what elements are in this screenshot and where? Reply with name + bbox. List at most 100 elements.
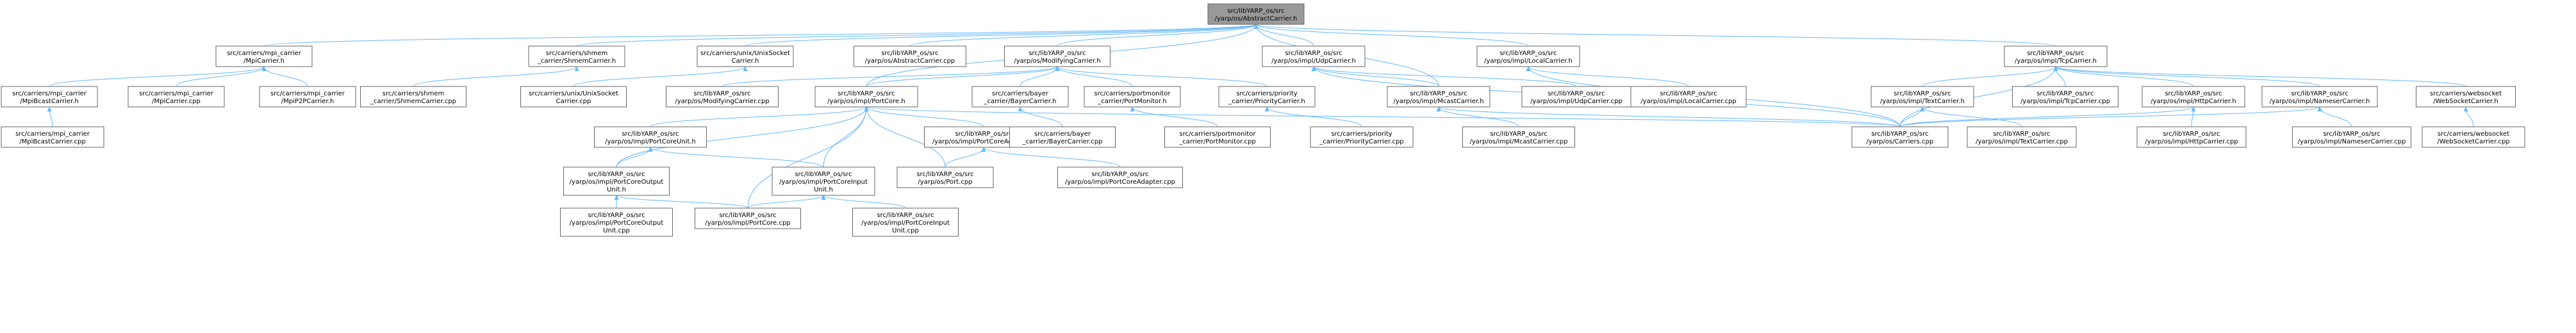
- node-label-line: /yarp/os/impl/NameserCarrier.h: [2270, 98, 2370, 105]
- graph-node-text-h[interactable]: src/libYARP_os/src/yarp/os/impl/TextCarr…: [1870, 86, 1974, 108]
- graph-node-mpi-h[interactable]: src/carriers/mpi_carrier/MpiCarrier.h: [215, 45, 313, 67]
- edge-tcp_h-carriers_cpp: [1899, 66, 2058, 127]
- edge-mcast_h-mcast_cpp: [1436, 106, 1519, 127]
- node-label-line: src/libYARP_os/src: [1285, 50, 1342, 57]
- node-label-line: src/libYARP_os/src: [2027, 50, 2084, 57]
- graph-node-mcast-cpp[interactable]: src/libYARP_os/src/yarp/os/impl/McastCar…: [1462, 126, 1575, 148]
- edges-layer: [47, 24, 2474, 209]
- graph-node-tcp-h[interactable]: src/libYARP_os/src/yarp/os/impl/TcpCarri…: [2004, 45, 2108, 67]
- graph-node-mpibcast-cpp[interactable]: src/carriers/mpi_carrier/MpiBcastCarrier…: [1, 126, 104, 148]
- node-label-line: src/libYARP_os/src: [1894, 90, 1951, 97]
- edge-portcore_h-portcore_cpp: [747, 106, 869, 209]
- graph-node-bayer-h[interactable]: src/carriers/bayer_carrier/BayerCarrier.…: [971, 86, 1069, 108]
- node-box: [2416, 86, 2516, 108]
- node-label-line: _carrier/PriorityCarrier.cpp: [1319, 138, 1403, 145]
- node-box: [1310, 126, 1414, 148]
- graph-node-websocket-cpp[interactable]: src/carriers/websocket/WebSocketCarrier.…: [2422, 126, 2525, 148]
- node-label-line: src/libYARP_os/src: [838, 90, 895, 97]
- node-box: [896, 166, 994, 188]
- node-label-line: /yarp/os/impl/TextCarrier.h: [1880, 98, 1965, 105]
- graph-node-port-cpp[interactable]: src/libYARP_os/src/yarp/os/Port.cpp: [896, 166, 994, 188]
- edge-tcp_h-websocket_h: [2053, 66, 2466, 87]
- edge-abstract_h-tcp_h: [1254, 24, 2056, 47]
- node-label-line: src/libYARP_os/src: [877, 212, 934, 219]
- node-box: [2136, 126, 2247, 148]
- edge-mpi_h-mpip2p_h: [261, 66, 308, 87]
- node-label-line: /yarp/os/impl/McastCarrier.h: [1393, 98, 1483, 105]
- graph-node-portcore-cpp[interactable]: src/libYARP_os/src/yarp/os/impl/PortCore…: [695, 207, 801, 229]
- node-label-line: src/libYARP_os/src: [1499, 50, 1556, 57]
- graph-node-portcoreoutput-h[interactable]: src/libYARP_os/src/yarp/os/impl/PortCore…: [563, 166, 670, 196]
- node-label-line: Unit.h: [607, 186, 626, 193]
- edge-portcore_h-portcoreunit_h: [650, 106, 869, 127]
- graph-node-priority-cpp[interactable]: src/carriers/priority_carrier/PriorityCa…: [1310, 126, 1414, 148]
- node-box: [2261, 86, 2378, 108]
- node-box: [520, 86, 627, 108]
- graph-node-abstract-cpp[interactable]: src/libYARP_os/src/yarp/os/AbstractCarri…: [854, 45, 966, 67]
- graph-node-http-cpp[interactable]: src/libYARP_os/src/yarp/os/impl/HttpCarr…: [2136, 126, 2247, 148]
- node-label-line: src/carriers/mpi_carrier: [270, 90, 345, 97]
- graph-node-portcoreinput-cpp[interactable]: src/libYARP_os/src/yarp/os/impl/PortCore…: [852, 207, 959, 237]
- node-label-line: src/libYARP_os/src: [795, 171, 852, 178]
- node-label-line: src/libYARP_os/src: [2291, 90, 2348, 97]
- node-label-line: src/libYARP_os/src: [955, 131, 1012, 138]
- edge-portcoreinput_h-portcore_cpp: [747, 195, 826, 209]
- node-label-line: /yarp/os/impl/UdpCarrier.cpp: [1530, 98, 1622, 105]
- graph-node-modifying-cpp[interactable]: src/libYARP_os/src/yarp/os/ModifyingCarr…: [666, 86, 779, 108]
- graph-node-text-cpp[interactable]: src/libYARP_os/src/yarp/os/impl/TextCarr…: [1967, 126, 2077, 148]
- graph-node-udp-h[interactable]: src/libYARP_os/src/yarp/os/impl/UdpCarri…: [1262, 45, 1366, 67]
- graph-node-abstract-h[interactable]: src/libYARP_os/src/yarp/os/AbstractCarri…: [1207, 3, 1305, 25]
- graph-node-shmem-h[interactable]: src/carriers/shmem_carrier/ShmemCarrier.…: [528, 45, 625, 67]
- node-box: [971, 86, 1069, 108]
- graph-node-mpi-cpp[interactable]: src/carriers/mpi_carrier/MpiCarrier.cpp: [128, 86, 225, 108]
- graph-node-modifying-h[interactable]: src/libYARP_os/src/yarp/os/ModifyingCarr…: [1004, 45, 1110, 67]
- node-box: [560, 207, 673, 237]
- edge-mpi_h-mpi_cpp: [176, 66, 267, 87]
- node-label-line: /yarp/os/impl/PortCoreUnit.h: [605, 138, 696, 145]
- graph-node-portcoreunit-h[interactable]: src/libYARP_os/src/yarp/os/impl/PortCore…: [594, 126, 707, 148]
- graph-node-tcp-cpp[interactable]: src/libYARP_os/src/yarp/os/impl/TcpCarri…: [2012, 86, 2118, 108]
- node-label-line: _carrier/PortMonitor.cpp: [1178, 138, 1255, 145]
- node-box: [695, 207, 801, 229]
- graph-node-portmonitor-h[interactable]: src/carriers/portmonitor_carrier/PortMon…: [1084, 86, 1181, 108]
- node-label-line: src/libYARP_os/src: [719, 212, 776, 219]
- node-label-line: src/libYARP_os/src: [588, 171, 645, 178]
- edge-udp_h-udp_cpp: [1311, 66, 1577, 87]
- graph-node-mpibcast-h[interactable]: src/carriers/mpi_carrier/MpiBcastCarrier…: [1, 86, 98, 108]
- graph-node-portmonitor-cpp[interactable]: src/carriers/portmonitor_carrier/PortMon…: [1164, 126, 1271, 148]
- graph-node-portcoreadapter-cpp[interactable]: src/libYARP_os/src/yarp/os/impl/PortCore…: [1057, 166, 1183, 188]
- node-label-line: _carrier/PriorityCarrier.h: [1228, 98, 1305, 105]
- edge-tcp_h-text_h: [1922, 66, 2058, 87]
- graph-node-websocket-h[interactable]: src/carriers/websocket/WebSocketCarrier.…: [2416, 86, 2516, 108]
- nodes-layer: src/libYARP_os/src/yarp/os/AbstractCarri…: [1, 3, 2525, 237]
- graph-node-local-h[interactable]: src/libYARP_os/src/yarp/os/impl/LocalCar…: [1476, 45, 1580, 67]
- graph-node-shmem-cpp[interactable]: src/carriers/shmem_carrier/ShmemCarrier.…: [360, 86, 466, 108]
- node-box: [1521, 86, 1631, 108]
- graph-node-portcoreoutput-cpp[interactable]: src/libYARP_os/src/yarp/os/impl/PortCore…: [560, 207, 673, 237]
- graph-node-nameser-h[interactable]: src/libYARP_os/src/yarp/os/impl/NameserC…: [2261, 86, 2378, 108]
- graph-node-http-h[interactable]: src/libYARP_os/src/yarp/os/impl/HttpCarr…: [2142, 86, 2245, 108]
- graph-node-local-cpp[interactable]: src/libYARP_os/src/yarp/os/impl/LocalCar…: [1630, 86, 1747, 108]
- graph-node-portcoreinput-h[interactable]: src/libYARP_os/src/yarp/os/impl/PortCore…: [772, 166, 875, 196]
- node-label-line: src/carriers/mpi_carrier: [139, 90, 214, 97]
- node-label-line: /yarp/os/Port.cpp: [918, 179, 972, 186]
- graph-node-nameser-cpp[interactable]: src/libYARP_os/src/yarp/os/impl/NameserC…: [2292, 126, 2411, 148]
- graph-node-carriers-cpp[interactable]: src/libYARP_os/src/yarp/os/Carriers.cpp: [1851, 126, 1949, 148]
- node-label-line: /yarp/os/impl/PortCoreAdapter.cpp: [1065, 179, 1175, 186]
- graph-node-bayer-cpp[interactable]: src/carriers/bayer_carrier/BayerCarrier.…: [1009, 126, 1116, 148]
- edge-modifying_h-portcore_h: [866, 66, 1060, 87]
- graph-node-mpip2p-h[interactable]: src/carriers/mpi_carrier/MpiP2PCarrier.h: [259, 86, 356, 108]
- node-label-line: src/libYARP_os/src: [622, 131, 679, 138]
- graph-node-priority-h[interactable]: src/carriers/priority_carrier/PriorityCa…: [1218, 86, 1316, 108]
- graph-node-portcore-h[interactable]: src/libYARP_os/src/yarp/os/impl/PortCore…: [814, 86, 918, 108]
- node-label-line: _carrier/ShmemCarrier.cpp: [370, 98, 456, 105]
- node-label-line: src/libYARP_os/src: [1660, 90, 1717, 97]
- graph-node-mcast-h[interactable]: src/libYARP_os/src/yarp/os/impl/McastCar…: [1387, 86, 1490, 108]
- node-box: [2004, 45, 2108, 67]
- edge-mpibcast_h-mpibcast_cpp: [47, 106, 53, 127]
- edge-abstract_h-abstract_cpp: [909, 24, 1259, 47]
- graph-node-udp-cpp[interactable]: src/libYARP_os/src/yarp/os/impl/UdpCarri…: [1521, 86, 1631, 108]
